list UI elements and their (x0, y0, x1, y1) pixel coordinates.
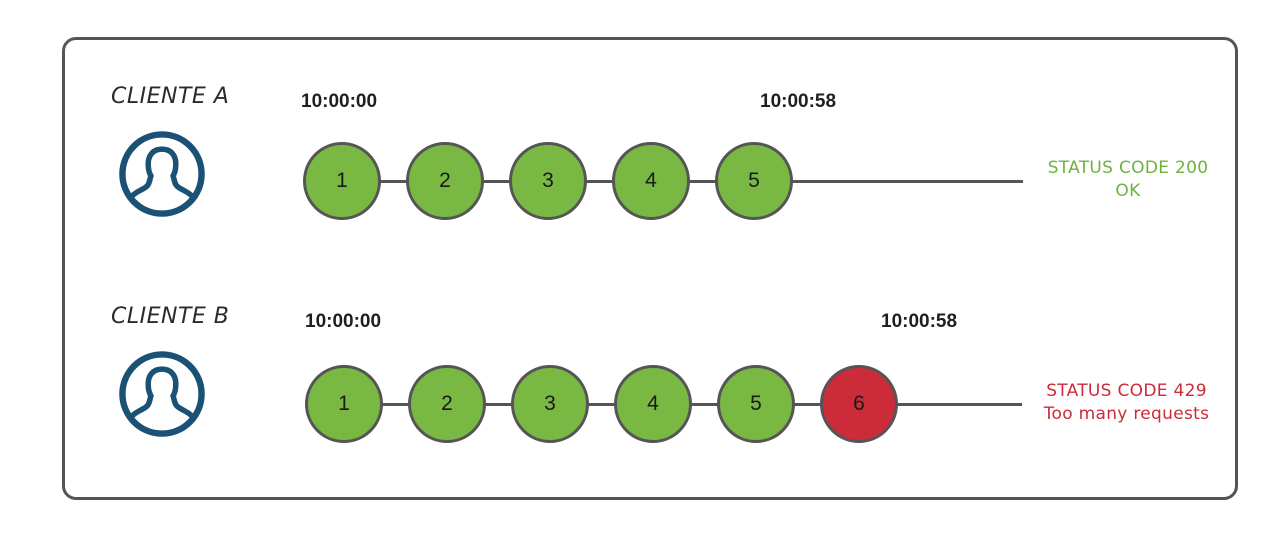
request-node[interactable]: 1 (303, 142, 381, 220)
request-node[interactable]: 3 (509, 142, 587, 220)
request-node[interactable]: 5 (717, 365, 795, 443)
client-b-status-badge: STATUS CODE 429 Too many requests (1024, 380, 1229, 426)
client-row-a: CLIENTE A 10:00:00 10:00:58 1 2 3 (65, 40, 1235, 497)
client-a-end-timestamp: 10:00:58 (760, 91, 837, 112)
user-avatar-icon (116, 128, 208, 220)
request-node[interactable]: 1 (305, 365, 383, 443)
request-node[interactable]: 2 (406, 142, 484, 220)
request-node-number: 3 (542, 169, 554, 192)
client-b-start-timestamp: 10:00:00 (305, 311, 382, 332)
client-a-start-timestamp: 10:00:00 (301, 91, 378, 112)
request-node-number: 1 (336, 169, 348, 192)
request-node-number: 5 (750, 392, 762, 415)
client-row-b: CLIENTE B 10:00:00 10:00:58 1 2 3 (65, 40, 1235, 497)
request-node-number: 1 (338, 392, 350, 415)
client-a-label: CLIENTE A (111, 84, 230, 109)
client-a-status-badge: STATUS CODE 200 OK (1028, 157, 1228, 203)
request-node[interactable]: 4 (612, 142, 690, 220)
request-node[interactable]: 5 (715, 142, 793, 220)
connector-b-6-status (894, 403, 1022, 406)
request-node[interactable]: 2 (408, 365, 486, 443)
request-node-number: 2 (441, 392, 453, 415)
client-b-end-timestamp: 10:00:58 (881, 311, 958, 332)
client-a-status-message: OK (1115, 181, 1141, 201)
diagram-frame: CLIENTE A 10:00:00 10:00:58 1 2 3 (62, 37, 1238, 500)
client-a-status-code: STATUS CODE 200 (1047, 158, 1209, 178)
client-b-status-code: STATUS CODE 429 (1046, 381, 1207, 401)
request-node-number: 4 (647, 392, 659, 415)
request-node[interactable]: 4 (614, 365, 692, 443)
request-node-rejected[interactable]: 6 (820, 365, 898, 443)
client-b-status-message: Too many requests (1043, 404, 1210, 424)
request-node-number: 4 (645, 169, 657, 192)
request-node-number: 5 (748, 169, 760, 192)
client-b-label: CLIENTE B (111, 304, 230, 329)
connector-a-5-status (789, 180, 1023, 183)
request-node[interactable]: 3 (511, 365, 589, 443)
request-node-number: 6 (853, 392, 865, 415)
request-node-number: 3 (544, 392, 556, 415)
user-avatar-icon (116, 348, 208, 440)
request-node-number: 2 (439, 169, 451, 192)
